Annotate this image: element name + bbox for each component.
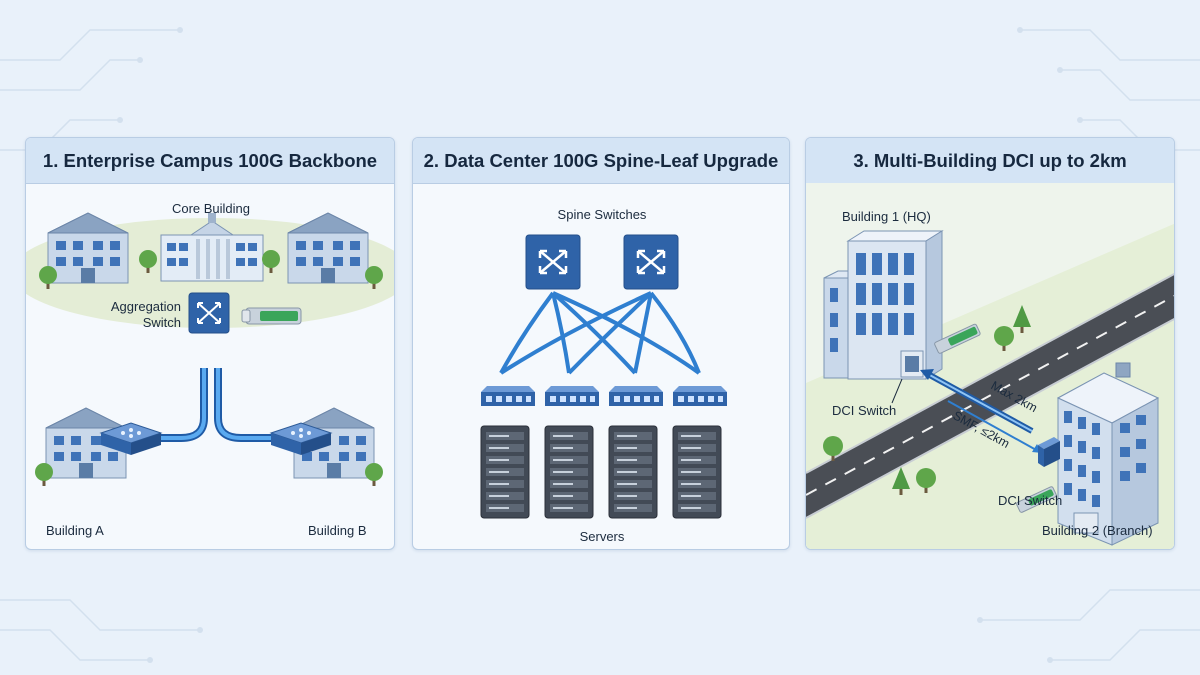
building-a-label: Building A	[46, 523, 104, 538]
building-2-branch	[1056, 362, 1160, 546]
leaf-switch-2	[545, 386, 599, 406]
panel-title: 1. Enterprise Campus 100G Backbone	[26, 138, 394, 184]
core-building-label: Core Building	[172, 201, 250, 216]
server-rack-1	[480, 425, 530, 519]
building-b-label: Building B	[308, 523, 367, 538]
server-rack-4	[672, 425, 722, 519]
tree-icon	[35, 463, 53, 486]
spine-switch-2	[622, 233, 680, 291]
panel-spine-leaf: 2. Data Center 100G Spine-Leaf Upgrade	[412, 137, 790, 550]
aggregation-label-line1: Aggregation	[111, 299, 181, 314]
panel-dci: 3. Multi-Building DCI up to 2km	[805, 137, 1175, 550]
panel-title: 2. Data Center 100G Spine-Leaf Upgrade	[413, 138, 789, 184]
dci-switch-2-label: DCI Switch	[998, 493, 1062, 508]
building-2-label: Building 2 (Branch)	[1042, 523, 1153, 538]
tree-icon	[365, 463, 383, 486]
spine-leaf-cables	[499, 291, 701, 375]
campus-diagram: Core Building Aggregation Switch	[26, 201, 394, 538]
aggregation-switch	[188, 292, 230, 334]
dci-switch-1-label: DCI Switch	[832, 403, 896, 418]
leaf-switch-1	[481, 386, 535, 406]
dci-switch-2	[1038, 437, 1060, 467]
aggregation-label-line2: Switch	[143, 315, 181, 330]
spine-switches-label: Spine Switches	[558, 207, 647, 222]
campus-building-left	[47, 212, 129, 284]
spine-switch-1	[524, 233, 582, 291]
core-building	[160, 213, 264, 282]
building-1-label: Building 1 (HQ)	[842, 209, 931, 224]
dci-link-arrow	[920, 369, 1042, 453]
panel-campus-backbone: 1. Enterprise Campus 100G Backbone	[25, 137, 395, 550]
transceiver-module-icon	[1016, 486, 1057, 513]
spine-leaf-diagram: Spine Switches Servers	[480, 207, 727, 544]
server-rack-3	[608, 425, 658, 519]
servers-label: Servers	[580, 529, 625, 544]
dci-diagram: Building 1 (HQ)	[806, 183, 1174, 549]
panel-title: 3. Multi-Building DCI up to 2km	[806, 138, 1174, 184]
server-rack-2	[544, 425, 594, 519]
campus-building-right	[287, 212, 369, 284]
backbone-cables	[146, 368, 291, 442]
leaf-switch-3	[609, 386, 663, 406]
transceiver-module-icon	[934, 323, 981, 354]
transceiver-module-icon	[241, 307, 302, 325]
road	[806, 272, 1174, 519]
leaf-switch-4	[673, 386, 727, 406]
